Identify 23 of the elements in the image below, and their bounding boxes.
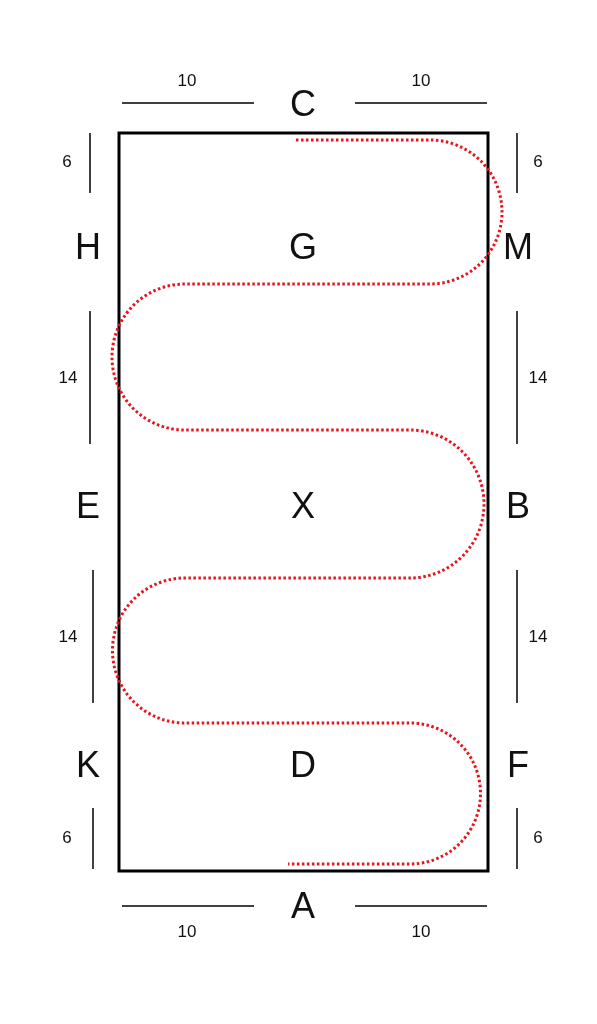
marker-letter: H xyxy=(75,229,101,265)
marker-letter: M xyxy=(503,229,533,265)
dimension-label: 6 xyxy=(533,152,543,170)
dimension-label: 6 xyxy=(62,152,72,170)
marker-letter: A xyxy=(291,888,315,924)
dimension-label: 10 xyxy=(411,922,431,940)
marker-letter: K xyxy=(76,747,100,783)
dimension-label: 6 xyxy=(62,828,72,846)
marker-letter: G xyxy=(289,229,317,265)
dimension-label: 14 xyxy=(528,368,548,386)
marker-letter: E xyxy=(76,488,100,524)
marker-letter: X xyxy=(291,488,315,524)
dimension-label: 10 xyxy=(177,922,197,940)
marker-letter: B xyxy=(506,488,530,524)
dimension-label: 14 xyxy=(58,368,78,386)
dimension-label: 6 xyxy=(533,828,543,846)
dimension-label: 14 xyxy=(528,627,548,645)
dimension-label: 10 xyxy=(177,71,197,89)
dimension-label: 10 xyxy=(411,71,431,89)
marker-letter: C xyxy=(290,86,316,122)
marker-letter: F xyxy=(507,747,529,783)
marker-letter: D xyxy=(290,747,316,783)
dimension-label: 14 xyxy=(58,627,78,645)
